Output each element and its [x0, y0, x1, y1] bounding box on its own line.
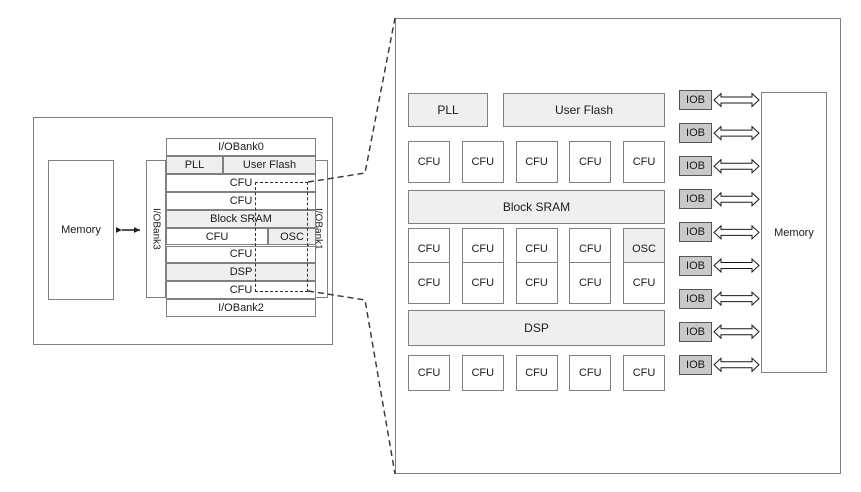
- left-cell-cfu: CFU: [166, 245, 316, 264]
- left-cell-user-flash: User Flash: [223, 156, 316, 174]
- right-cell-user-flash: User Flash: [503, 93, 665, 127]
- iob-block: IOB: [679, 123, 712, 144]
- left-iobank1-label: I/OBank1: [312, 208, 324, 250]
- right-cell-cfu: CFU: [515, 355, 558, 391]
- right-cell-cfu: CFU: [408, 262, 450, 304]
- iob-block: IOB: [679, 90, 712, 110]
- left-iobank3: I/OBank3: [146, 160, 166, 298]
- right-cell-dsp: DSP: [408, 310, 665, 346]
- left-cell-osc: OSC: [268, 227, 316, 246]
- iob-block: IOB: [679, 288, 712, 309]
- left-iobank0-label: I/OBank0: [218, 141, 264, 153]
- right-cell-block-sram: Block SRAM: [408, 190, 665, 224]
- left-iobank0: I/OBank0: [166, 138, 316, 156]
- right-cell-cfu: CFU: [623, 262, 665, 304]
- iob-block: IOB: [679, 354, 712, 375]
- left-cell-cfu: CFU: [166, 281, 316, 300]
- left-cell-cfu: CFU: [166, 191, 316, 210]
- iob-block: IOB: [679, 321, 712, 342]
- left-iobank3-label: I/OBank3: [150, 208, 162, 250]
- right-cell-cfu: CFU: [569, 141, 612, 183]
- right-cell-cfu: CFU: [461, 262, 504, 304]
- iob-block: IOB: [679, 189, 712, 210]
- right-cell-cfu: CFU: [515, 141, 558, 183]
- right-cell-pll: PLL: [408, 93, 488, 127]
- right-cell-cfu: CFU: [408, 355, 450, 391]
- right-cell-cfu: CFU: [569, 262, 612, 304]
- right-memory-block: Memory: [761, 92, 827, 373]
- left-cell-pll: PLL: [166, 156, 223, 174]
- left-memory-label: Memory: [61, 224, 101, 236]
- left-iobank2-label: I/OBank2: [218, 302, 264, 314]
- left-iobank2: I/OBank2: [166, 299, 316, 317]
- right-outer-frame: [395, 18, 841, 474]
- iob-block: IOB: [679, 255, 712, 276]
- right-cell-cfu: CFU: [569, 355, 612, 391]
- iob-block: IOB: [679, 222, 712, 243]
- left-cell-cfu: CFU: [166, 227, 268, 246]
- left-cell-cfu: CFU: [166, 173, 316, 192]
- right-cell-cfu: CFU: [408, 141, 450, 183]
- right-cell-cfu: CFU: [623, 355, 665, 391]
- right-cell-cfu: CFU: [623, 141, 665, 183]
- left-cell-block-sram: Block SRAM: [166, 209, 316, 228]
- left-memory-block: Memory: [48, 160, 114, 300]
- left-cell-dsp: DSP: [166, 263, 316, 282]
- right-cell-cfu: CFU: [515, 262, 558, 304]
- iob-block: IOB: [679, 156, 712, 177]
- left-zoom-selection-rect: [255, 182, 308, 292]
- left-outer-frame: [33, 117, 333, 345]
- right-cell-cfu: CFU: [461, 355, 504, 391]
- right-cell-cfu: CFU: [461, 141, 504, 183]
- right-memory-label: Memory: [774, 226, 814, 239]
